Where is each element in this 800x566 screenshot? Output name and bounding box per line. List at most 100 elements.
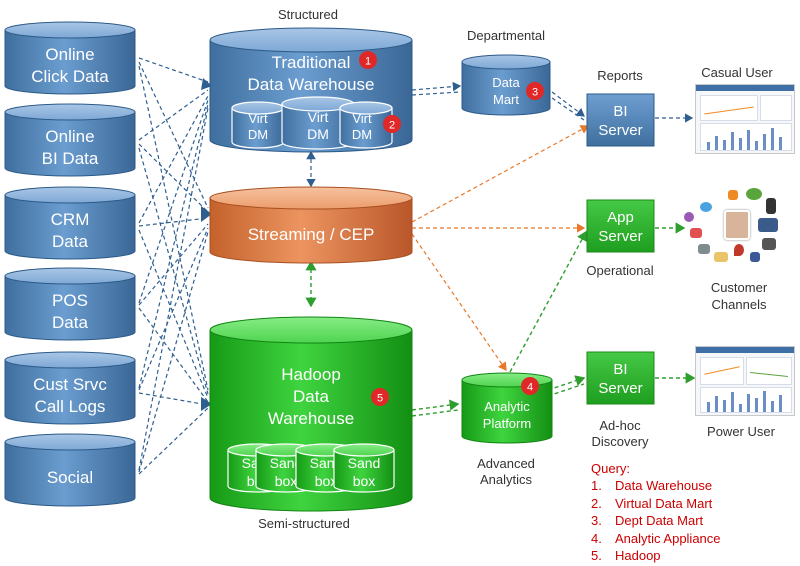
virt-dm-cylinders: Virt DM Virt DM Virt DM	[231, 96, 393, 150]
source-cylinder: CRM Data	[4, 186, 136, 260]
streaming-cep-cylinder: Streaming / CEP	[209, 186, 413, 264]
datamart-to-bi-arrows	[551, 91, 585, 121]
cart-icon	[690, 228, 702, 238]
query-item: 2.Virtual Data Mart	[591, 495, 713, 511]
svg-text:2: 2	[389, 120, 395, 132]
svg-text:4: 4	[527, 382, 533, 394]
query-list: 1.Data Warehouse 2.Virtual Data Mart 3.D…	[591, 477, 721, 564]
label-reports: Reports	[597, 68, 643, 83]
source-label: Data	[52, 232, 88, 251]
chat-icon	[746, 188, 762, 200]
virt-dm-label: Virt	[308, 109, 329, 125]
source-cylinder: Social	[4, 433, 136, 507]
source-label: Online	[45, 45, 94, 64]
svg-text:1: 1	[365, 56, 371, 68]
app-server-box: App Server	[586, 199, 655, 253]
dw-to-datamart-arrows	[411, 81, 462, 96]
badge-3: 3	[526, 82, 544, 100]
analytic-line2: Platform	[483, 416, 531, 431]
dw-title-line1: Traditional	[272, 53, 351, 72]
source-cylinder: Online BI Data	[4, 103, 136, 177]
virt-dm-label: DM	[307, 126, 329, 142]
virt-dm-label: Virt	[352, 111, 372, 126]
hadoop-line3: Warehouse	[268, 409, 354, 428]
sandbox-label: Sand	[270, 455, 303, 471]
twitter-icon	[700, 202, 712, 212]
source-label: Click Data	[31, 67, 109, 86]
label-power-user: Power User	[707, 424, 776, 439]
svg-text:Server: Server	[598, 228, 642, 245]
store-icon	[698, 244, 710, 254]
monitor-icon	[758, 218, 778, 232]
badge-5: 5	[371, 388, 389, 406]
facebook-icon	[750, 252, 760, 262]
source-label: CRM	[51, 210, 90, 229]
label-semi-structured: Semi-structured	[258, 516, 350, 531]
data-mart-line2: Mart	[493, 92, 519, 107]
dw-title-line2: Data Warehouse	[248, 75, 375, 94]
mail-icon	[714, 252, 728, 262]
label-customer: Customer	[711, 280, 768, 295]
label-casual-user: Casual User	[701, 65, 773, 80]
green-arrows	[305, 222, 696, 417]
svg-text:BI: BI	[613, 103, 627, 120]
data-mart-line1: Data	[492, 75, 520, 90]
svg-text:Server: Server	[598, 122, 642, 139]
arrowheads-sources	[201, 78, 212, 411]
source-label: Data	[52, 313, 88, 332]
label-operational: Operational	[586, 263, 653, 278]
power-user-report-thumbnail	[695, 346, 795, 416]
virt-dm-cylinder: Virt DM	[339, 101, 393, 149]
source-label: Online	[45, 127, 94, 146]
source-label: Cust Srvc	[33, 375, 107, 394]
badge-1: 1	[359, 51, 377, 69]
sandbox-label: box	[315, 473, 338, 489]
query-legend: Query: 1.Data Warehouse 2.Virtual Data M…	[591, 460, 721, 564]
sandbox-label: box	[275, 473, 298, 489]
virt-dm-label: DM	[352, 127, 372, 142]
badge-4: 4	[521, 377, 539, 395]
query-item: 1.Data Warehouse	[591, 478, 713, 494]
label-analytics: Analytics	[480, 472, 533, 487]
source-connectors	[138, 57, 209, 475]
source-label: BI Data	[42, 149, 99, 168]
virt-dm-label: Virt	[248, 111, 268, 126]
svg-text:5: 5	[377, 393, 383, 405]
query-item: 3.Dept Data Mart	[591, 513, 704, 529]
bi-server-top-box: BI Server	[586, 93, 655, 147]
label-structured: Structured	[278, 7, 338, 22]
bi-server-bottom-box: BI Server	[586, 351, 655, 405]
label-channels: Channels	[712, 297, 767, 312]
casual-user-report-thumbnail	[695, 84, 795, 154]
rss-icon	[728, 190, 738, 200]
label-advanced: Advanced	[477, 456, 535, 471]
source-cylinder: POS Data	[4, 267, 136, 341]
query-item: 4.Analytic Appliance	[591, 530, 721, 546]
tablet-icon	[762, 238, 776, 250]
sandbox-label: box	[353, 473, 376, 489]
hadoop-line2: Data	[293, 387, 329, 406]
person-photo-icon	[724, 210, 750, 240]
query-item: 5.Hadoop	[591, 548, 661, 564]
svg-text:BI: BI	[613, 361, 627, 378]
sandbox-label: Sand	[348, 455, 381, 471]
streaming-label: Streaming / CEP	[248, 225, 375, 244]
wifi-icon	[684, 212, 694, 222]
badge-2: 2	[383, 115, 401, 133]
hadoop-line1: Hadoop	[281, 365, 341, 384]
source-label: Call Logs	[35, 397, 106, 416]
label-adhoc: Ad-hoc	[599, 418, 641, 433]
label-departmental: Departmental	[467, 28, 545, 43]
data-mart-cylinder: Data Mart	[461, 54, 551, 116]
query-title: Query:	[591, 461, 631, 476]
svg-text:Server: Server	[598, 380, 642, 397]
map-pin-icon	[734, 244, 744, 256]
source-label: POS	[52, 291, 88, 310]
virt-dm-label: DM	[248, 127, 268, 142]
svg-text:3: 3	[532, 87, 538, 99]
source-label: Social	[47, 468, 93, 487]
